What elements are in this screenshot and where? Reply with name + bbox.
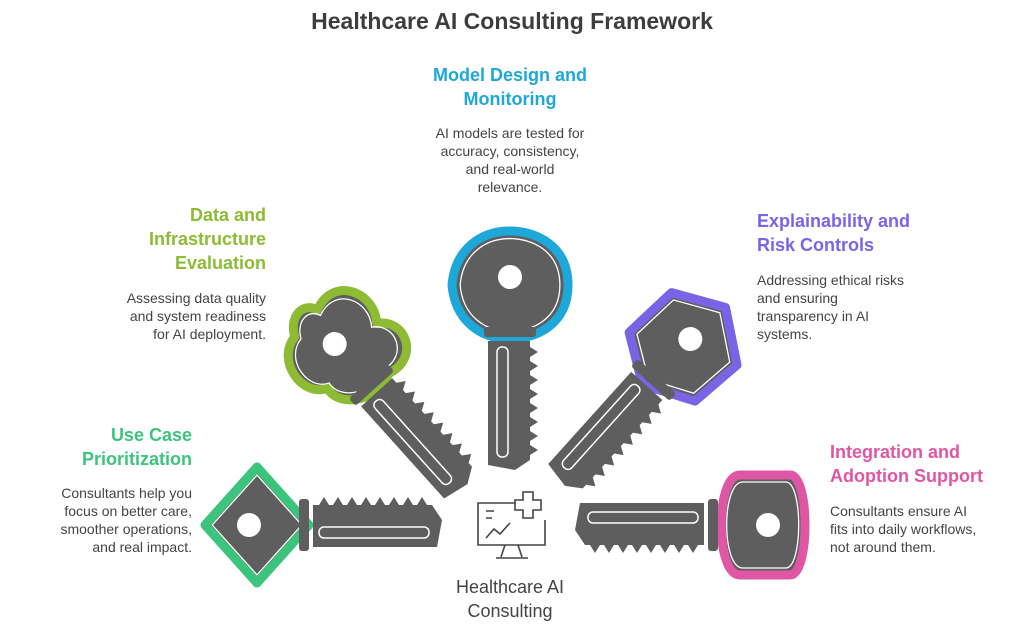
integration-desc-line: not around them. xyxy=(830,539,936,555)
model-desc-line: AI models are tested for xyxy=(435,125,585,141)
key-hole xyxy=(322,332,347,357)
key-blade xyxy=(361,378,472,499)
key-collar xyxy=(299,499,309,551)
model-desc-line: relevance. xyxy=(477,179,543,195)
usecase-desc-line: and real impact. xyxy=(92,539,192,555)
usecase-title-line: Prioritization xyxy=(81,449,192,469)
data-title-line: Evaluation xyxy=(174,253,266,273)
usecase-desc: Consultants help you focus on better car… xyxy=(60,484,192,556)
model-desc-line: accuracy, consistency, xyxy=(440,143,580,159)
key-groove xyxy=(318,526,430,539)
key-head-inner-line xyxy=(726,481,800,569)
diagram-title: Healthcare AI Consulting Framework xyxy=(311,8,713,34)
integration-title-line: Integration and xyxy=(830,442,960,462)
key-head xyxy=(283,286,412,405)
integration-title-line: Adoption Support xyxy=(830,466,983,486)
data-title: Data and Infrastructure Evaluation xyxy=(149,203,266,275)
key-head-inner-line xyxy=(211,474,303,576)
explain-title: Explainability and Risk Controls xyxy=(757,209,910,257)
model-desc-line: and real-world xyxy=(465,161,555,177)
explain-desc-line: systems. xyxy=(757,326,813,342)
key-groove xyxy=(587,511,699,524)
data-desc-line: and system readiness xyxy=(129,308,266,324)
usecase-title: Use Case Prioritization xyxy=(82,423,192,471)
key-collar xyxy=(708,499,718,551)
key-head-inner-line xyxy=(636,299,731,394)
explain-desc-line: Addressing ethical risks xyxy=(757,272,905,288)
explain-desc: Addressing ethical risks and ensuring tr… xyxy=(757,271,904,343)
key-explain xyxy=(548,288,742,489)
key-collar xyxy=(350,365,393,405)
key-blade xyxy=(575,503,704,553)
usecase-desc-line: smoother operations, xyxy=(60,521,192,537)
integration-title: Integration and Adoption Support xyxy=(830,440,983,488)
key-blade xyxy=(548,371,663,489)
model-desc: AI models are tested for accuracy, consi… xyxy=(360,124,660,196)
usecase-title-line: Use Case xyxy=(110,425,192,445)
key-groove xyxy=(561,383,641,471)
center-label-line: Consulting xyxy=(467,601,553,621)
key-blade xyxy=(313,497,442,547)
data-desc-line: for AI deployment. xyxy=(153,326,266,342)
key-hole xyxy=(498,265,522,289)
integration-desc-line: fits into daily workflows, xyxy=(830,521,977,537)
data-title-line: Infrastructure xyxy=(148,229,266,249)
key-hole xyxy=(756,513,780,537)
explain-desc-line: transparency in AI xyxy=(757,308,870,324)
integration-desc-line: Consultants ensure AI xyxy=(830,503,967,519)
model-title-line: Model Design and xyxy=(432,65,587,85)
data-desc: Assessing data quality and system readin… xyxy=(127,289,266,343)
key-model xyxy=(447,226,573,470)
key-integration xyxy=(575,470,810,580)
usecase-desc-line: focus on better care, xyxy=(64,503,192,519)
key-hole xyxy=(237,513,261,537)
data-title-line: Data and xyxy=(189,205,266,225)
explain-desc-line: and ensuring xyxy=(757,290,838,306)
center-label-line: Healthcare AI xyxy=(455,577,565,597)
key-hole xyxy=(678,327,703,352)
key-groove xyxy=(496,346,509,458)
key-data xyxy=(283,286,472,499)
model-title: Model Design and Monitoring xyxy=(360,63,660,111)
explain-title-line: Explainability and xyxy=(757,211,911,231)
center-label: Healthcare AI Consulting xyxy=(410,575,610,623)
integration-desc: Consultants ensure AI fits into daily wo… xyxy=(830,502,976,556)
key-collar xyxy=(484,327,536,337)
key-groove xyxy=(373,398,453,486)
key-collar xyxy=(632,360,675,400)
usecase-desc-line: Consultants help you xyxy=(61,485,192,501)
model-title-line: Monitoring xyxy=(463,89,557,109)
key-blade xyxy=(488,341,538,470)
data-desc-line: Assessing data quality xyxy=(126,290,266,306)
key-use-case xyxy=(200,462,442,588)
explain-title-line: Risk Controls xyxy=(757,235,875,255)
